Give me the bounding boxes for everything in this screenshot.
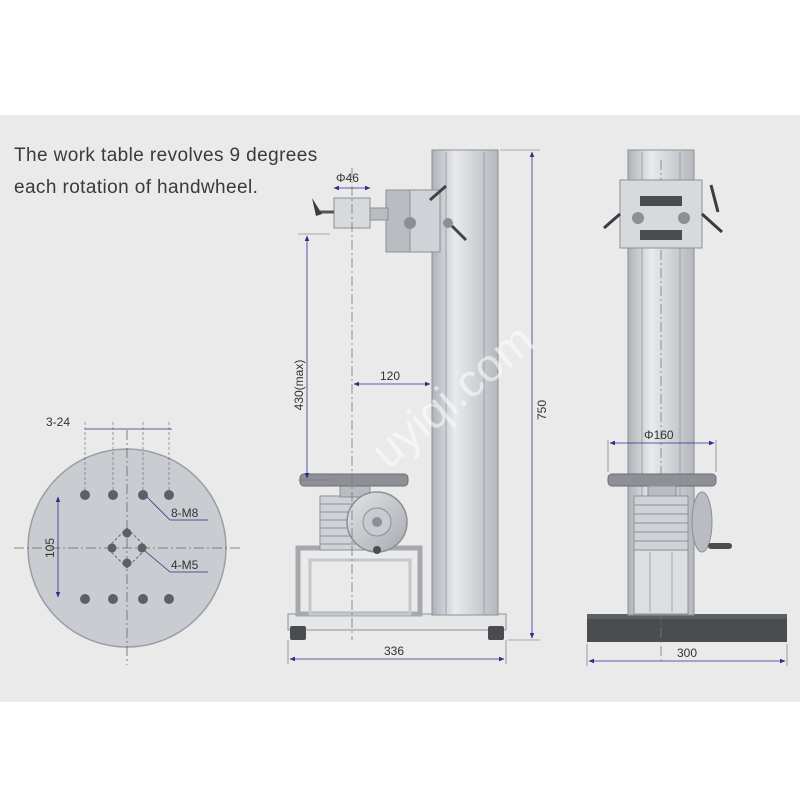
stand-front-view: Φ160 300 [586,149,788,666]
stand-side-view: Φ46 430(max) 120 750 336 [287,149,549,664]
caption-line-2: each rotation of handwheel. [14,177,259,198]
caption-line-1: The work table revolves 9 degrees [14,145,318,166]
front-bellows [633,495,689,551]
m8-hole [108,490,118,500]
pitch-label: 3-24 [46,415,70,429]
d300-label: 300 [677,646,697,660]
m5-hole [122,558,132,568]
phi160-label: Φ160 [644,428,674,442]
front-handwheel-knob [708,543,732,549]
m8-hole [80,594,90,604]
m8-hole [164,594,174,604]
m8-hole [164,490,174,500]
d336-label: 336 [384,644,404,658]
d430-label: 430(max) [292,360,306,411]
handwheel-knob [373,546,381,554]
m5-holes [106,527,148,569]
m8-hole [80,490,90,500]
m5-hole [122,528,132,538]
front-work-table [607,473,717,487]
m5-label: 4-M5 [171,558,199,572]
d120-label: 120 [380,369,400,383]
support-frame [295,545,423,617]
base-foot-left [290,626,306,640]
column [431,149,499,616]
m8-holes [80,490,174,604]
lever-handle [312,198,322,216]
m5-pattern-outline [106,527,148,569]
base-foot-right [488,626,504,640]
m8-hole [108,594,118,604]
m8-hole [138,594,148,604]
m5-hole [137,543,147,553]
front-handwheel [691,491,713,553]
rotary-plate-top-view: 3-24 105 8-M8 4-M5 [14,415,240,665]
m5-hole [107,543,117,553]
m8-hole [138,490,148,500]
d750-label: 750 [535,400,549,420]
phi46-label: Φ46 [336,171,359,185]
d105-label: 105 [43,538,57,558]
m8-label: 8-M8 [171,506,199,520]
